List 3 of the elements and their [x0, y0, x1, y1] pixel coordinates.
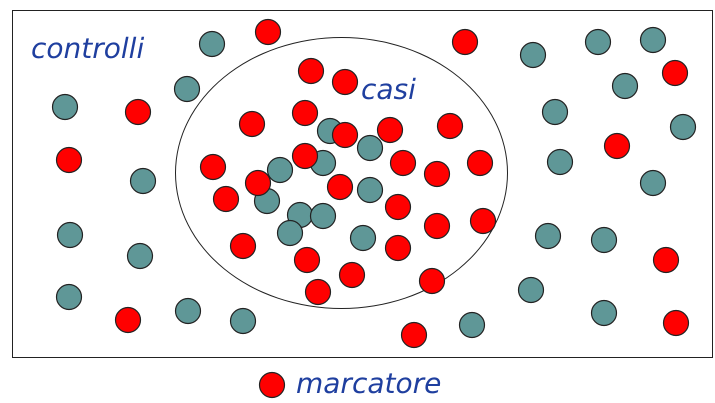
group-label: controlli: [31, 33, 144, 65]
group-label: casi: [361, 74, 416, 106]
legend-label: marcatore: [296, 368, 442, 400]
